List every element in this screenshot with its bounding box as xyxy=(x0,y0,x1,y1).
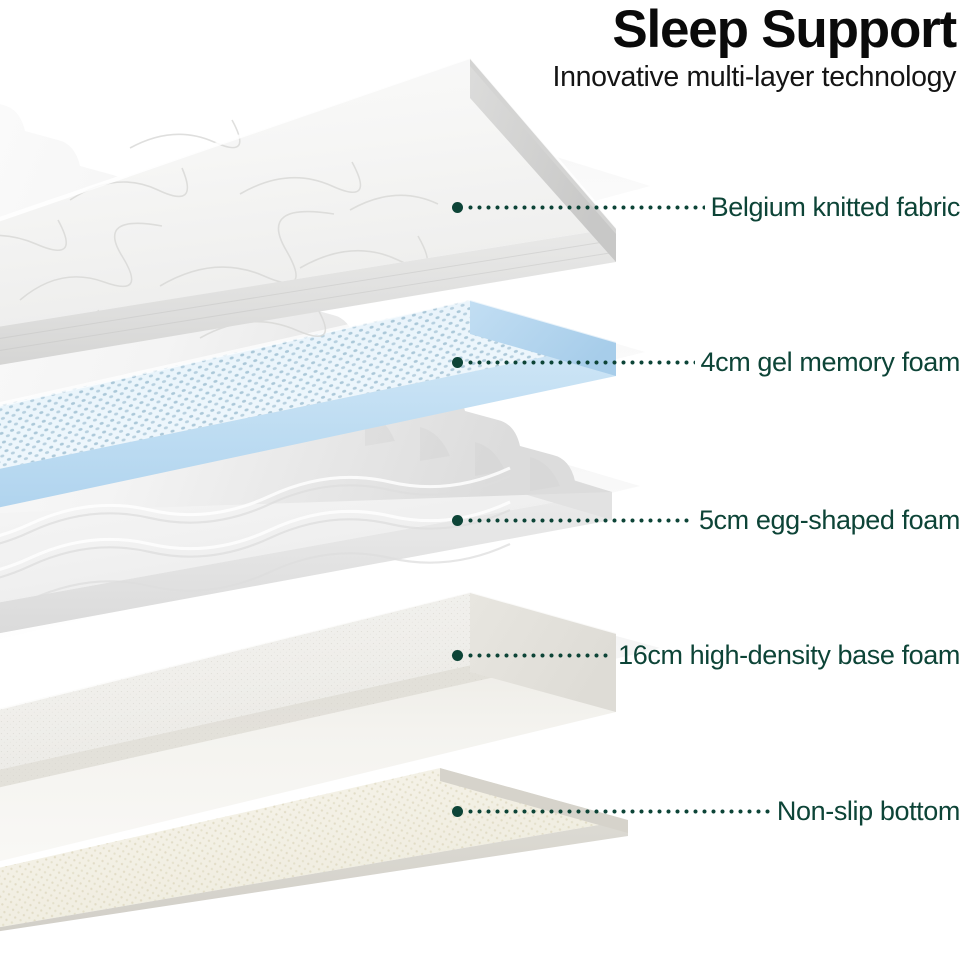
callout-nonslip-bottom: Non-slip bottom xyxy=(452,795,960,826)
egg-crate-ribs xyxy=(0,475,511,613)
callout-gel-memory-foam: 4cm gel memory foam xyxy=(452,346,961,377)
layer-gel-memory-foam xyxy=(0,297,645,509)
header-block: Sleep Support Innovative multi-layer tec… xyxy=(316,0,958,94)
callout-label: Belgium knitted fabric xyxy=(710,191,961,222)
callout-label: Non-slip bottom xyxy=(776,795,960,826)
callout-label: 16cm high-density base foam xyxy=(618,639,960,670)
page-title: Sleep Support xyxy=(612,0,957,59)
callout-dot-icon xyxy=(452,805,463,817)
leader-line xyxy=(468,201,705,213)
callout-dot-icon xyxy=(452,356,463,368)
callout-label: 5cm egg-shaped foam xyxy=(698,504,960,535)
leader-line xyxy=(468,514,693,526)
leader-line xyxy=(468,805,771,817)
page-subtitle: Innovative multi-layer technology xyxy=(552,61,957,93)
callout-dot-icon xyxy=(452,649,463,661)
mattress-exploded-diagram xyxy=(0,58,660,932)
callout-base-foam: 16cm high-density base foam xyxy=(452,639,960,670)
callout-dot-icon xyxy=(452,201,463,213)
callout-label: 4cm gel memory foam xyxy=(700,346,961,377)
leader-line xyxy=(468,649,613,661)
callout-belgium-knitted-fabric: Belgium knitted fabric xyxy=(452,191,961,222)
leader-line xyxy=(468,356,695,368)
callout-dot-icon xyxy=(452,514,463,526)
layer-base-foam xyxy=(0,589,660,862)
callout-egg-shaped-foam: 5cm egg-shaped foam xyxy=(452,504,960,535)
